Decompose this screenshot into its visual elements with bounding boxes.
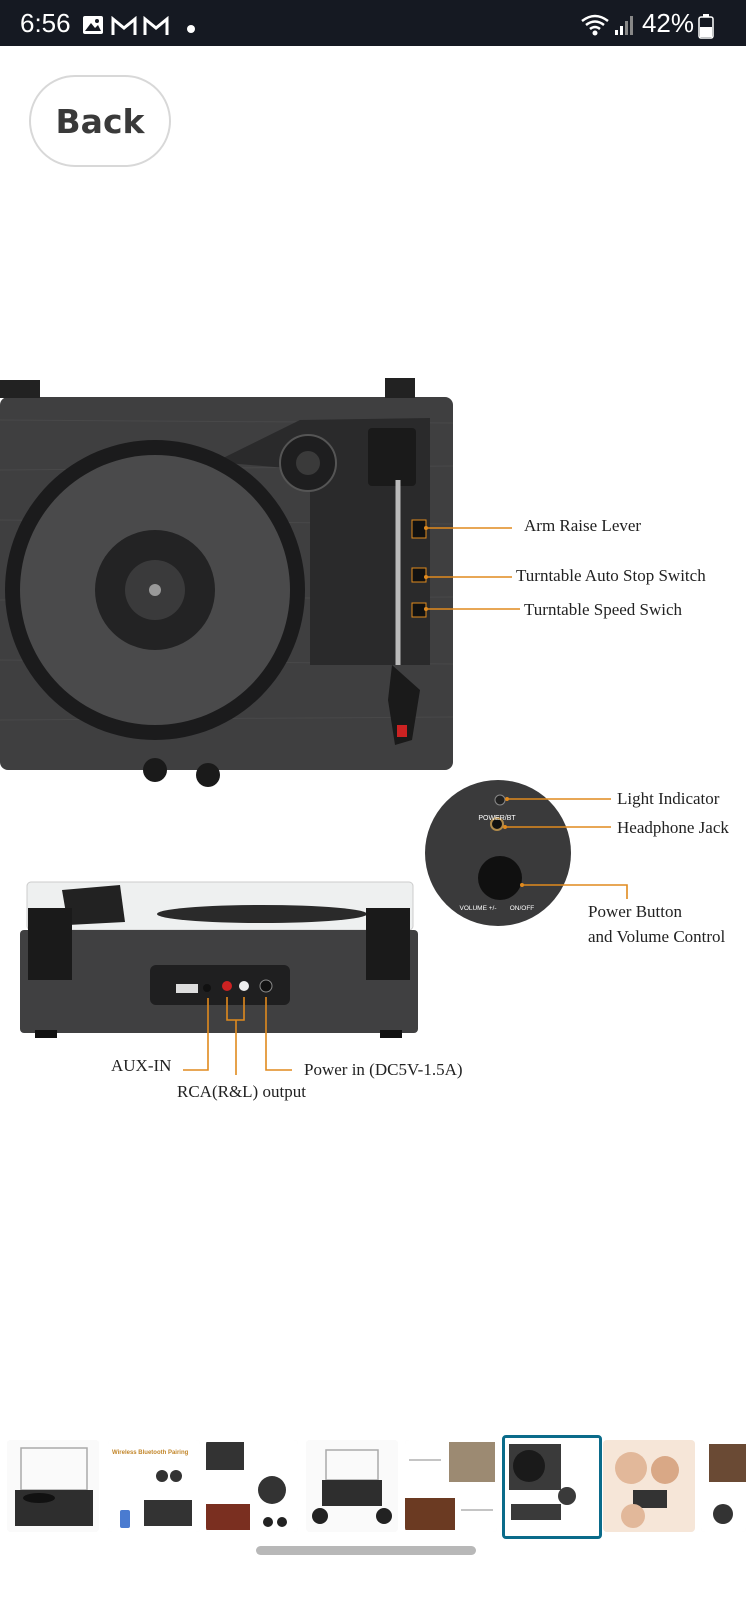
wifi-icon (581, 14, 609, 36)
thumbnail-family (603, 1440, 695, 1532)
thumbnail-lifestyle (405, 1440, 497, 1532)
thumbnail-4[interactable] (306, 1440, 398, 1532)
control-knob-closeup (425, 780, 571, 926)
thumbnail-controls-diagram (505, 1438, 599, 1536)
thumbnail-8[interactable] (701, 1440, 746, 1532)
thumbnail-bluetooth-pairing: Wireless Bluetooth Pairing (108, 1440, 200, 1532)
callout-power-in: Power in (DC5V-1.5A) (304, 1060, 463, 1079)
thumbnail-1[interactable] (7, 1440, 99, 1532)
gmail-icon (143, 16, 169, 35)
callout-arm-raise-lever: Arm Raise Lever (524, 516, 642, 535)
thumbnail-5[interactable] (405, 1440, 497, 1532)
status-bar: 6:56 42% (0, 0, 746, 46)
status-time: 6:56 (20, 8, 71, 38)
battery-percentage: 42% (641, 8, 694, 38)
knob-label-volume: VOLUME +/- (459, 905, 496, 912)
back-button[interactable]: Back (29, 75, 171, 167)
thumbnail-6-selected[interactable] (502, 1435, 602, 1539)
thumbnail-features (206, 1440, 298, 1532)
callout-headphone-jack: Headphone Jack (617, 818, 729, 837)
callout-volume-control: and Volume Control (588, 927, 726, 946)
dot-icon (187, 25, 195, 33)
thumbnail-turntable-open-lid (7, 1440, 99, 1532)
callout-light-indicator: Light Indicator (617, 789, 720, 808)
thumbnail-accessories (701, 1440, 746, 1532)
knob-label-onoff: ON/OFF (510, 905, 535, 912)
callout-auto-stop-switch: Turntable Auto Stop Switch (516, 566, 706, 585)
thumbnail-turntable-speakers (306, 1440, 398, 1532)
callout-power-button: Power Button (588, 902, 682, 921)
callout-aux-in: AUX-IN (111, 1056, 172, 1075)
gallery-icon (83, 16, 103, 34)
gmail-icon (111, 16, 137, 35)
product-image[interactable]: POWER/BT VOLUME +/- ON/OFF (0, 365, 746, 1110)
knob-label-top: POWER/BT (478, 815, 516, 822)
home-indicator[interactable] (256, 1546, 476, 1555)
signal-icon (615, 16, 633, 35)
thumbnail-2-caption: Wireless Bluetooth Pairing (112, 1450, 189, 1456)
thumbnail-7[interactable] (603, 1440, 695, 1532)
callout-rca-output: RCA(R&L) output (177, 1082, 306, 1101)
callout-speed-switch: Turntable Speed Swich (524, 600, 683, 619)
thumbnail-3[interactable] (206, 1440, 298, 1532)
thumbnail-2[interactable]: Wireless Bluetooth Pairing (108, 1440, 200, 1532)
thumbnail-strip[interactable]: Wireless Bluetooth Pairing (0, 1432, 746, 1540)
battery-icon (698, 14, 714, 39)
